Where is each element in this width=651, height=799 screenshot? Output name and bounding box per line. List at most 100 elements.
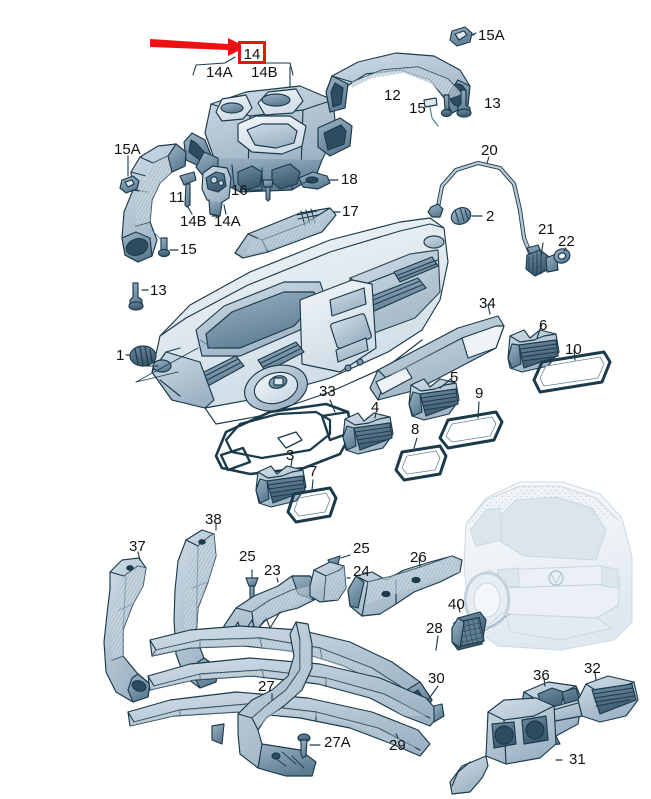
part-7-trim-frame bbox=[286, 486, 338, 524]
callout-12: 12 bbox=[384, 87, 401, 104]
leader-14A-mid bbox=[223, 204, 227, 215]
callout-27A: 27A bbox=[324, 734, 351, 751]
leader-14B bbox=[187, 206, 193, 215]
callout-40: 40 bbox=[448, 596, 465, 613]
callout-14A-mid: 14A bbox=[214, 213, 241, 230]
part-1-round-vent bbox=[129, 345, 157, 367]
leader-34 bbox=[487, 304, 491, 315]
callout-25-right: 25 bbox=[353, 540, 370, 557]
leader-40 bbox=[457, 603, 461, 613]
leader-5 bbox=[439, 377, 453, 389]
highlight-box-part-14[interactable]: 14 bbox=[238, 41, 266, 64]
callout-20: 20 bbox=[481, 142, 498, 159]
part-15A-clip-left bbox=[119, 175, 140, 194]
part-16-bolt bbox=[262, 179, 274, 202]
leader-6 bbox=[536, 323, 543, 339]
callout-21: 21 bbox=[538, 221, 555, 238]
callout-38: 38 bbox=[205, 511, 222, 528]
callout-33: 33 bbox=[319, 383, 336, 400]
callout-18: 18 bbox=[341, 171, 358, 188]
part-17-defroster-grille bbox=[234, 207, 337, 259]
leader-28 bbox=[435, 635, 439, 651]
callout-11: 11 bbox=[169, 189, 185, 206]
callout-5: 5 bbox=[450, 369, 459, 386]
part-18-bracket bbox=[298, 171, 331, 190]
callout-10: 10 bbox=[565, 341, 582, 358]
part-10-trim-frame bbox=[532, 350, 612, 394]
callout-14: 14 bbox=[243, 46, 261, 63]
part-32-rear-outlet bbox=[541, 675, 639, 723]
callout-7: 7 bbox=[309, 463, 318, 480]
part-13-stud-left bbox=[128, 282, 144, 311]
part-3-vent-nozzle bbox=[255, 465, 307, 508]
leader-25-right bbox=[340, 554, 351, 559]
callout-1: 1 bbox=[116, 347, 125, 364]
leader-8 bbox=[413, 437, 418, 449]
callout-14B-top: 14B bbox=[251, 64, 278, 81]
leader-4 bbox=[374, 411, 377, 419]
callout-14A-top: 14A bbox=[206, 64, 233, 81]
callout-2: 2 bbox=[486, 208, 495, 225]
leader-37 bbox=[137, 551, 141, 561]
callout-3: 3 bbox=[286, 447, 295, 464]
leader-10 bbox=[573, 349, 576, 361]
callout-4: 4 bbox=[371, 399, 380, 416]
leader-23 bbox=[276, 577, 279, 583]
leader-20 bbox=[486, 156, 490, 164]
part-13-stud-top bbox=[456, 89, 472, 118]
callout-16: 16 bbox=[231, 182, 248, 199]
part-31-duct-connector bbox=[449, 697, 557, 795]
callout-15A-top: 15A bbox=[478, 27, 505, 44]
callout-24: 24 bbox=[353, 563, 370, 580]
part-14B-bolt bbox=[179, 171, 197, 208]
leader-33 bbox=[329, 399, 336, 413]
leader-36 bbox=[543, 677, 546, 687]
leader-21 bbox=[540, 242, 544, 257]
callout-13-top: 13 bbox=[484, 95, 501, 112]
part-4-vent-nozzle bbox=[342, 412, 394, 455]
callout-30: 30 bbox=[428, 670, 445, 687]
part-15-screw-left bbox=[157, 237, 171, 258]
part-11-defroster-duct-left bbox=[121, 143, 187, 263]
part-26-rear-duct bbox=[347, 555, 463, 617]
leader-32 bbox=[594, 671, 597, 681]
part-27A-screw bbox=[297, 733, 311, 759]
callout-31: 31 bbox=[569, 751, 586, 768]
callout-36: 36 bbox=[533, 667, 550, 684]
callout-26: 26 bbox=[410, 549, 427, 566]
callout-28: 28 bbox=[426, 620, 443, 637]
part-15-screw-top bbox=[440, 94, 453, 118]
part-34-trim-strip bbox=[369, 315, 505, 401]
callout-14B-mid: 14B bbox=[180, 213, 207, 230]
part-37-a-pillar-duct bbox=[103, 557, 151, 703]
part-21-connector bbox=[525, 249, 559, 277]
callout-15-left: 15 bbox=[180, 241, 197, 258]
part-9-trim-frame bbox=[438, 410, 504, 450]
part-40-extractor-vent bbox=[451, 611, 487, 651]
leader-30 bbox=[427, 685, 439, 701]
callout-15A-left: 15A bbox=[114, 141, 141, 158]
leader-29 bbox=[395, 733, 399, 739]
part-22-seal-ring bbox=[553, 248, 571, 264]
callout-9: 9 bbox=[475, 385, 484, 402]
callout-13-left: 13 bbox=[150, 282, 167, 299]
callout-23: 23 bbox=[264, 562, 281, 579]
part-5-vent-nozzle bbox=[408, 378, 460, 421]
leader-15-to-duct bbox=[151, 229, 163, 242]
callout-27: 27 bbox=[258, 678, 275, 695]
part-15A-clip-top bbox=[449, 26, 477, 47]
leader-9 bbox=[477, 401, 480, 419]
part-8-trim-frame bbox=[394, 444, 448, 482]
callout-25-left: 25 bbox=[239, 548, 256, 565]
vehicle-ghost-silhouette bbox=[463, 481, 633, 651]
callout-17: 17 bbox=[342, 203, 359, 220]
callout-8: 8 bbox=[411, 421, 420, 438]
part-24-duct-adapter bbox=[309, 561, 347, 603]
part-14A-servo bbox=[201, 165, 232, 217]
callout-6: 6 bbox=[539, 317, 548, 334]
leader-7 bbox=[311, 479, 314, 491]
callout-34: 34 bbox=[479, 295, 496, 312]
callout-32: 32 bbox=[584, 660, 601, 677]
leader-3 bbox=[290, 459, 293, 467]
